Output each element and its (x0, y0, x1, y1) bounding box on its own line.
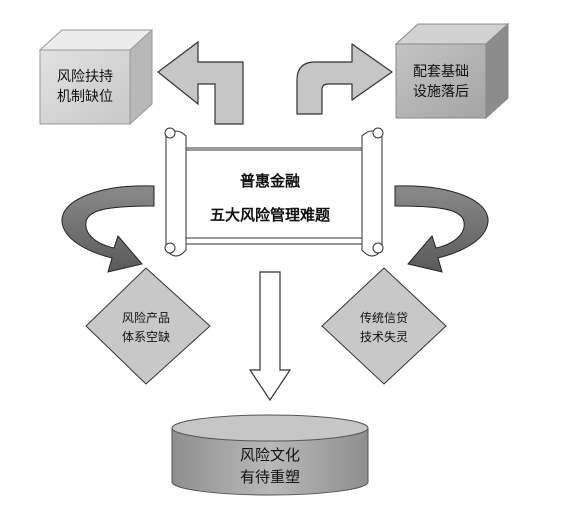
center-scroll: 普惠金融 五大风险管理难题 (164, 127, 384, 257)
bottom-cylinder: 风险文化 有待重塑 (171, 414, 369, 496)
bottom-cylinder-line2: 有待重塑 (240, 468, 300, 486)
left-diamond: 风险产品 体系空缺 (85, 267, 211, 385)
center-scroll-line1: 普惠金融 (240, 172, 300, 190)
down-arrow (248, 271, 292, 402)
center-scroll-line2: 五大风险管理难题 (210, 206, 331, 224)
top-right-box-line2: 设施落后 (413, 84, 469, 100)
curved-arrow-left (61, 185, 155, 273)
left-diamond-line2: 体系空缺 (122, 329, 170, 344)
top-right-box-line1: 配套基础 (413, 63, 469, 80)
right-diamond-line2: 技术失灵 (360, 329, 408, 344)
top-left-box: 风险扶持 机制缺位 (38, 28, 154, 126)
right-diamond-line1: 传统信贷 (360, 310, 408, 325)
right-diamond: 传统信贷 技术失灵 (321, 267, 447, 385)
top-left-box-line2: 机制缺位 (57, 89, 113, 105)
curved-arrow-right (394, 185, 489, 273)
left-diamond-line1: 风险产品 (122, 310, 170, 325)
bent-arrow-right (296, 43, 393, 115)
bent-arrow-left (157, 40, 244, 125)
top-right-box: 配套基础 设施落后 (394, 22, 510, 120)
top-left-box-line1: 风险扶持 (57, 69, 113, 85)
bottom-cylinder-line1: 风险文化 (240, 446, 300, 464)
